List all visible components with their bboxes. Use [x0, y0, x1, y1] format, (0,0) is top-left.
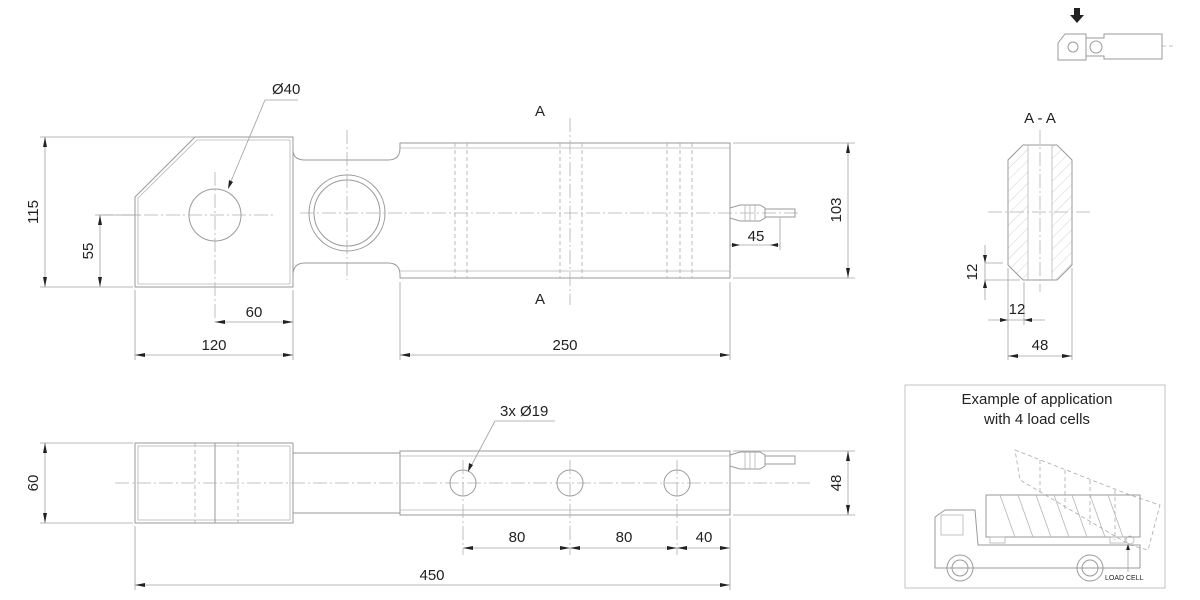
cable-connector-front: [729, 451, 796, 470]
dim-40: 40: [696, 529, 713, 546]
holes-label: 3x Ø19: [500, 403, 548, 420]
cable-connector: [729, 204, 796, 222]
dim-55: 55: [80, 243, 97, 260]
dim-250: 250: [552, 337, 577, 354]
load-arrow-icon: [1070, 8, 1084, 23]
hole-diameter-label: Ø40: [272, 81, 300, 98]
section-a-a: A - A 12 12 48: [964, 110, 1092, 360]
dim-60-front: 60: [25, 475, 42, 492]
dim-450: 450: [419, 567, 444, 584]
application-example: Example of application with 4 load cells: [904, 384, 1166, 589]
dimensions-top-view: [40, 99, 855, 360]
load-direction-thumbnail: [1057, 8, 1176, 61]
section-mark-top: A: [535, 103, 545, 120]
dim-45: 45: [748, 228, 765, 245]
dim-48-front: 48: [828, 475, 845, 492]
dim-120: 120: [201, 337, 226, 354]
dim-12-vertical: 12: [964, 264, 981, 281]
truck-illustration: [934, 449, 1161, 582]
dim-103: 103: [828, 197, 845, 222]
dim-60: 60: [246, 304, 263, 321]
dim-12-horizontal: 12: [1009, 301, 1026, 318]
dim-115: 115: [25, 200, 42, 224]
application-title-1: Example of application: [962, 391, 1113, 408]
top-view: A A: [25, 81, 855, 360]
section-title: A - A: [1024, 110, 1056, 127]
load-cell-label: LOAD CELL: [1105, 575, 1144, 582]
dim-48: 48: [1032, 337, 1049, 354]
front-view: 3x Ø19 60 48 80 80 40 450: [25, 403, 855, 590]
dim-80-first: 80: [509, 529, 526, 546]
application-title-2: with 4 load cells: [983, 411, 1090, 428]
section-mark-bottom: A: [535, 291, 545, 308]
internal-bores: [454, 143, 693, 278]
dim-80-second: 80: [616, 529, 633, 546]
